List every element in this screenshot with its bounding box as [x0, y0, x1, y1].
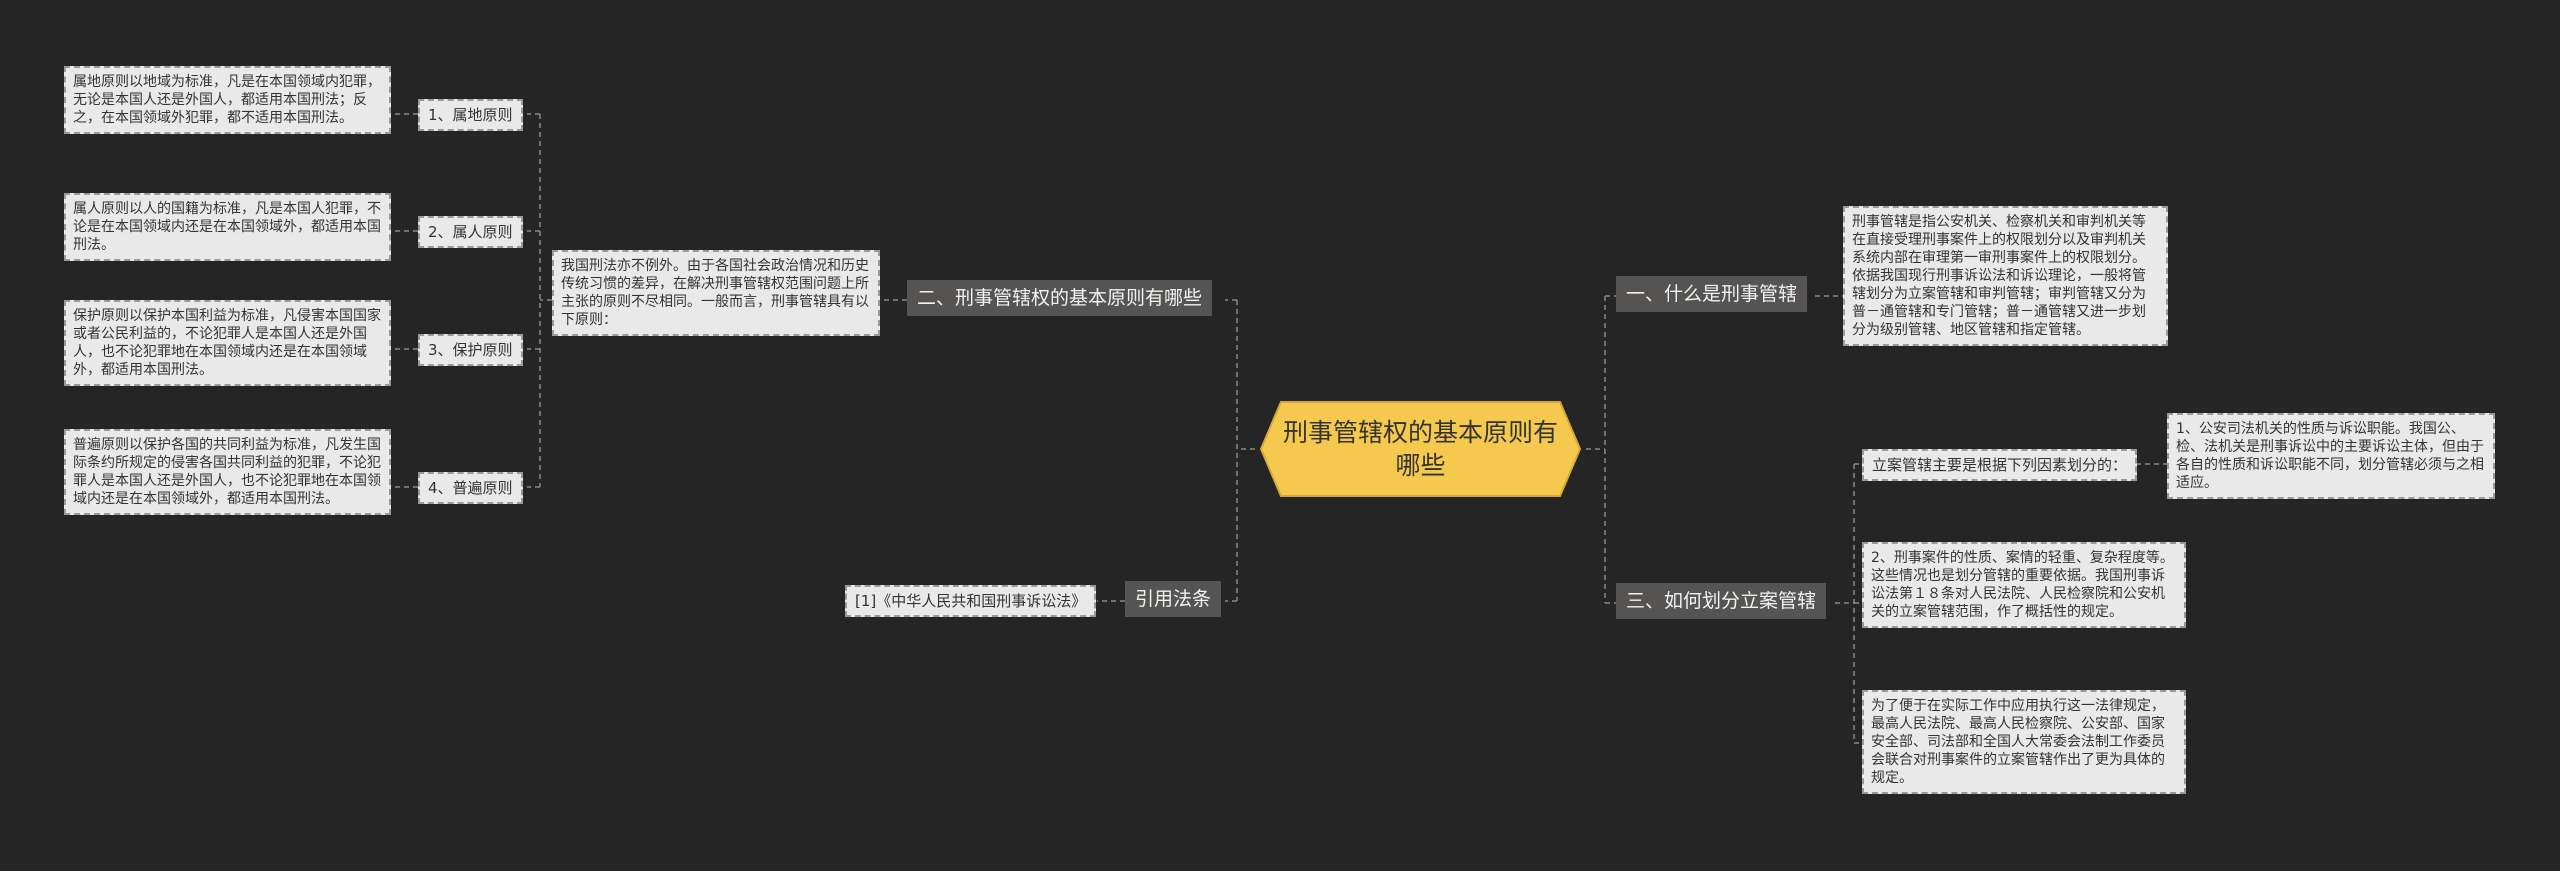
sub-protective-principle[interactable]: 3、保护原则	[418, 334, 523, 366]
branch-filing-jurisdiction[interactable]: 三、如何划分立案管辖	[1616, 583, 1827, 619]
sub-personal-principle[interactable]: 2、属人原则	[418, 216, 523, 248]
leaf-protective-principle: 保护原则以保护本国利益为标准，凡侵害本国国家或者公民利益的，不论犯罪人是本国人还…	[64, 300, 391, 386]
leaf-jurisdiction-definition: 刑事管辖是指公安机关、检察机关和审判机关等在直接受理刑事案件上的权限划分以及审判…	[1843, 206, 2168, 346]
leaf-territorial-principle: 属地原则以地域为标准，凡是在本国领域内犯罪，无论是本国人还是外国人，都适用本国刑…	[64, 66, 391, 134]
leaf-principles-intro: 我国刑法亦不例外。由于各国社会政治情况和历史传统习惯的差异，在解决刑事管辖权范围…	[552, 250, 880, 336]
leaf-universal-principle: 普遍原则以保护各国的共同利益为标准，凡发生国际条约所规定的侵害各国共同利益的犯罪…	[64, 429, 391, 515]
leaf-cited-law-ref[interactable]: [1]《中华人民共和国刑事诉讼法》	[845, 585, 1097, 617]
central-topic[interactable]: 刑事管辖权的基本原则有哪些	[1253, 400, 1588, 498]
central-topic-shape	[1259, 401, 1582, 497]
leaf-personal-principle: 属人原则以人的国籍为标准，凡是本国人犯罪，不论是在本国领域内还是在本国领域外，都…	[64, 193, 391, 261]
sub-filing-factors[interactable]: 立案管辖主要是根据下列因素划分的：	[1862, 449, 2138, 481]
branch-what-is-criminal-jurisdiction[interactable]: 一、什么是刑事管辖	[1616, 276, 1808, 312]
central-topic-title: 刑事管辖权的基本原则有哪些	[1282, 418, 1558, 480]
sub-universal-principle[interactable]: 4、普遍原则	[418, 472, 523, 504]
branch-cited-laws[interactable]: 引用法条	[1125, 581, 1222, 617]
branch-basic-principles[interactable]: 二、刑事管辖权的基本原则有哪些	[907, 280, 1213, 316]
leaf-factor-2: 2、刑事案件的性质、案情的轻重、复杂程度等。这些情况也是划分管辖的重要依据。我国…	[1862, 542, 2186, 628]
leaf-factor-1: 1、公安司法机关的性质与诉讼职能。我国公、检、法机关是刑事诉讼中的主要诉讼主体，…	[2167, 413, 2495, 499]
leaf-factor-3: 为了便于在实际工作中应用执行这一法律规定，最高人民法院、最高人民检察院、公安部、…	[1862, 690, 2186, 794]
sub-territorial-principle[interactable]: 1、属地原则	[418, 99, 523, 131]
